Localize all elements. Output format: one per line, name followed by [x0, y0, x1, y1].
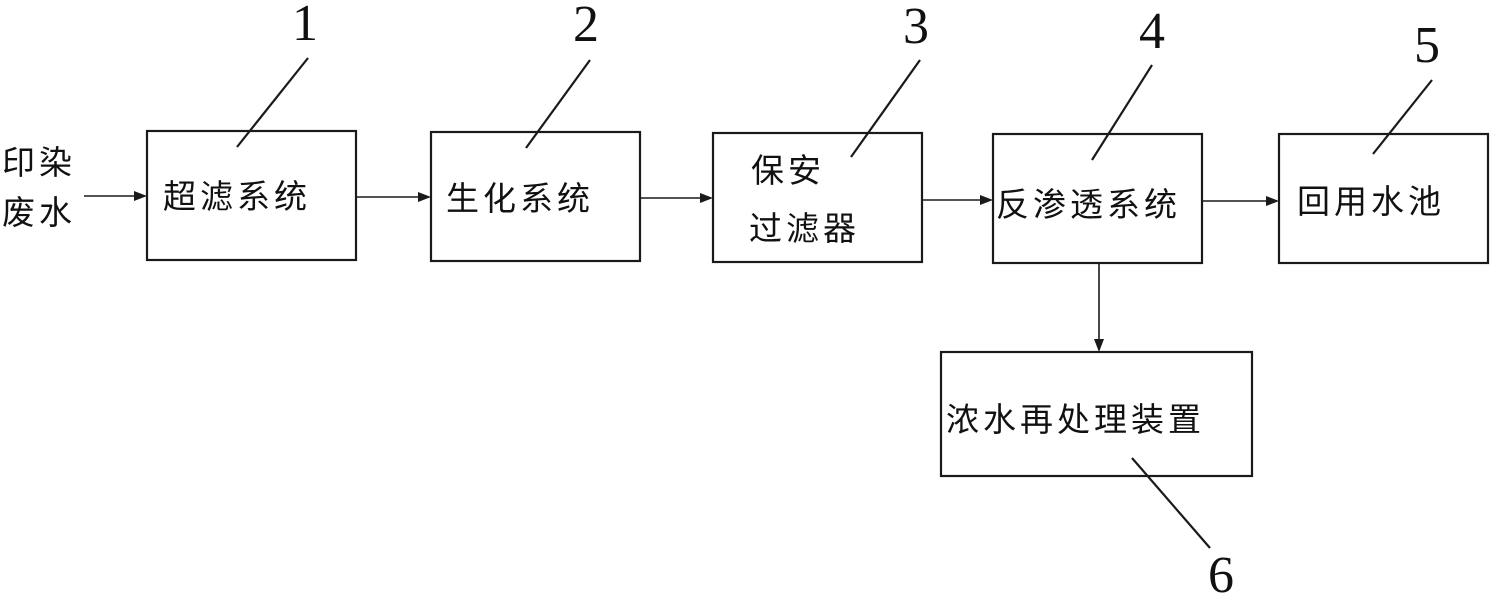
leader-line-2: [525, 59, 591, 149]
box-reverse-osmosis: [991, 132, 1204, 265]
input-label-line2: 废水: [2, 193, 76, 232]
ref-number-1: 1: [292, 0, 318, 52]
arrowhead-4-to-5: [1266, 196, 1279, 206]
box-reuse-pool: [1277, 132, 1490, 265]
leader-line-6: [1131, 457, 1211, 549]
ref-number-5: 5: [1414, 17, 1440, 74]
leader-line-4: [1091, 64, 1153, 161]
box-concentrate-treatment-label: 浓水再处理装置: [946, 400, 1205, 439]
box-security-filter: [711, 131, 924, 264]
leader-line-1: [236, 57, 309, 148]
box-security-filter-label-line2: 过滤器: [749, 209, 860, 248]
input-label-line1: 印染: [2, 143, 76, 182]
box-security-filter-label-line1: 保安: [751, 151, 825, 190]
leader-line-3: [850, 59, 921, 158]
box-reuse-pool-label: 回用水池: [1297, 182, 1445, 221]
box-biochemical-label: 生化系统: [446, 179, 594, 218]
box-ultrafiltration-label: 超滤系统: [163, 177, 311, 216]
ref-number-6: 6: [1208, 547, 1234, 601]
ref-number-2: 2: [573, 0, 599, 53]
arrowhead-4-to-6: [1094, 339, 1104, 352]
arrowhead-2-to-3: [700, 193, 713, 203]
leader-line-5: [1372, 79, 1433, 155]
box-biochemical: [429, 130, 642, 263]
box-ultrafiltration: [145, 129, 358, 262]
ref-number-4: 4: [1139, 3, 1165, 60]
arrowhead-input-to-1: [134, 191, 147, 201]
arrowhead-3-to-4: [980, 195, 993, 205]
box-reverse-osmosis-label: 反渗透系统: [996, 185, 1181, 224]
box-concentrate-treatment: [939, 350, 1254, 478]
arrowhead-1-to-2: [418, 192, 431, 202]
ref-number-3: 3: [903, 0, 929, 55]
